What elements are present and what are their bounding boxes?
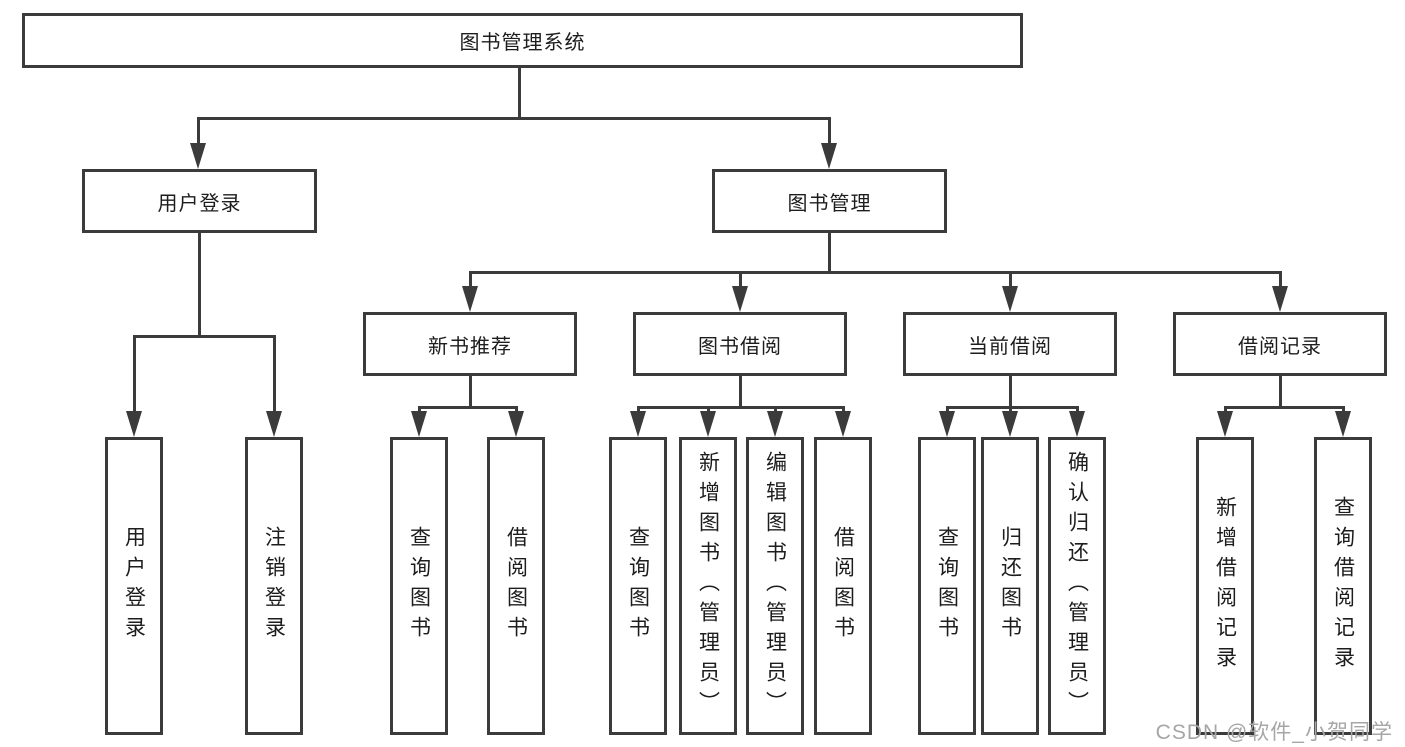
arrow-down-icon [1217,411,1233,437]
node-label: 查询图书 [626,526,650,646]
node-user-login-leaf: 用户登录 [105,437,163,735]
arrow-down-icon [190,143,206,169]
node-user-login: 用户登录 [82,169,317,233]
connector-line [273,335,276,413]
node-label: 确认归还（管理员） [1065,451,1089,721]
connector-line [1009,376,1012,409]
node-query-books: 查询图书 [918,437,976,735]
node-label: 查询图书 [407,526,431,646]
node-label: 查询借阅记录 [1331,496,1355,676]
node-add-borrow-record: 新增借阅记录 [1196,437,1254,735]
arrow-down-icon [1002,286,1018,312]
node-query-borrow-record: 查询借阅记录 [1314,437,1372,735]
connector-line [197,117,200,144]
node-label: 借阅图书 [831,526,855,646]
node-current-borrowing: 当前借阅 [903,312,1117,376]
node-book-borrowing: 图书借阅 [633,312,847,376]
arrow-down-icon [700,411,716,437]
node-borrow-books: 借阅图书 [487,437,545,735]
connector-line [1009,271,1012,288]
node-label: 借阅图书 [504,526,528,646]
connector-line [469,271,472,288]
connector-line [828,233,831,274]
node-label: 图书管理系统 [459,32,586,54]
node-label: 当前借阅 [968,335,1052,358]
node-borrowing-records: 借阅记录 [1173,312,1387,376]
node-label: 借阅记录 [1238,335,1322,358]
node-label: 图书借阅 [698,335,782,358]
node-return-books: 归还图书 [981,437,1039,735]
node-label: 新增图书（管理员） [696,451,720,721]
arrow-down-icon [767,411,783,437]
arrow-down-icon [508,411,524,437]
node-add-books-admin: 新增图书（管理员） [679,437,737,735]
connector-line [133,335,136,413]
connector-line [739,271,742,288]
arrow-down-icon [411,411,427,437]
arrow-down-icon [835,411,851,437]
connector-line [197,117,831,120]
arrow-down-icon [732,286,748,312]
connector-line [637,406,640,413]
node-library-management-system: 图书管理系统 [22,13,1023,68]
node-query-books: 查询图书 [609,437,667,735]
node-label: 归还图书 [998,526,1022,646]
connector-line [946,406,1079,409]
connector-line [1342,406,1345,413]
connector-line [133,335,276,338]
node-label: 查询图书 [935,526,959,646]
node-label: 新增借阅记录 [1213,496,1237,676]
connector-line [518,68,521,118]
node-logout: 注销登录 [245,437,303,735]
connector-line [418,406,421,413]
connector-line [1009,406,1012,413]
connector-line [828,117,831,144]
connector-line [515,406,518,413]
node-label: 编辑图书（管理员） [763,451,787,721]
arrow-down-icon [1069,411,1085,437]
connector-line [1224,406,1227,413]
arrow-down-icon [1002,411,1018,437]
node-new-book-recommendation: 新书推荐 [363,312,577,376]
connector-line [774,406,777,413]
connector-line [1224,406,1345,409]
node-label: 注销登录 [262,526,286,646]
connector-line [842,406,845,413]
connector-line [707,406,710,413]
arrow-down-icon [821,143,837,169]
node-confirm-return-admin: 确认归还（管理员） [1048,437,1106,735]
node-label: 新书推荐 [428,335,512,358]
connector-line [946,406,949,413]
connector-line [739,376,742,409]
node-label: 用户登录 [122,526,146,646]
node-query-books: 查询图书 [390,437,448,735]
node-borrow-books: 借阅图书 [814,437,872,735]
connector-line [1279,376,1282,409]
connector-line [469,271,1282,274]
arrow-down-icon [126,411,142,437]
arrow-down-icon [1272,286,1288,312]
arrow-down-icon [1335,411,1351,437]
arrow-down-icon [630,411,646,437]
connector-line [198,233,201,337]
watermark: CSDN @软件_小贺同学 [1155,721,1393,744]
connector-line [1279,271,1282,288]
arrow-down-icon [939,411,955,437]
connector-line [1076,406,1079,413]
arrow-down-icon [462,286,478,312]
connector-line [418,406,518,409]
connector-line [469,376,472,409]
node-edit-books-admin: 编辑图书（管理员） [746,437,804,735]
node-label: 图书管理 [787,192,872,215]
node-book-management: 图书管理 [712,169,947,233]
node-label: 用户登录 [157,192,242,215]
connector-line [637,406,845,409]
arrow-down-icon [266,411,282,437]
